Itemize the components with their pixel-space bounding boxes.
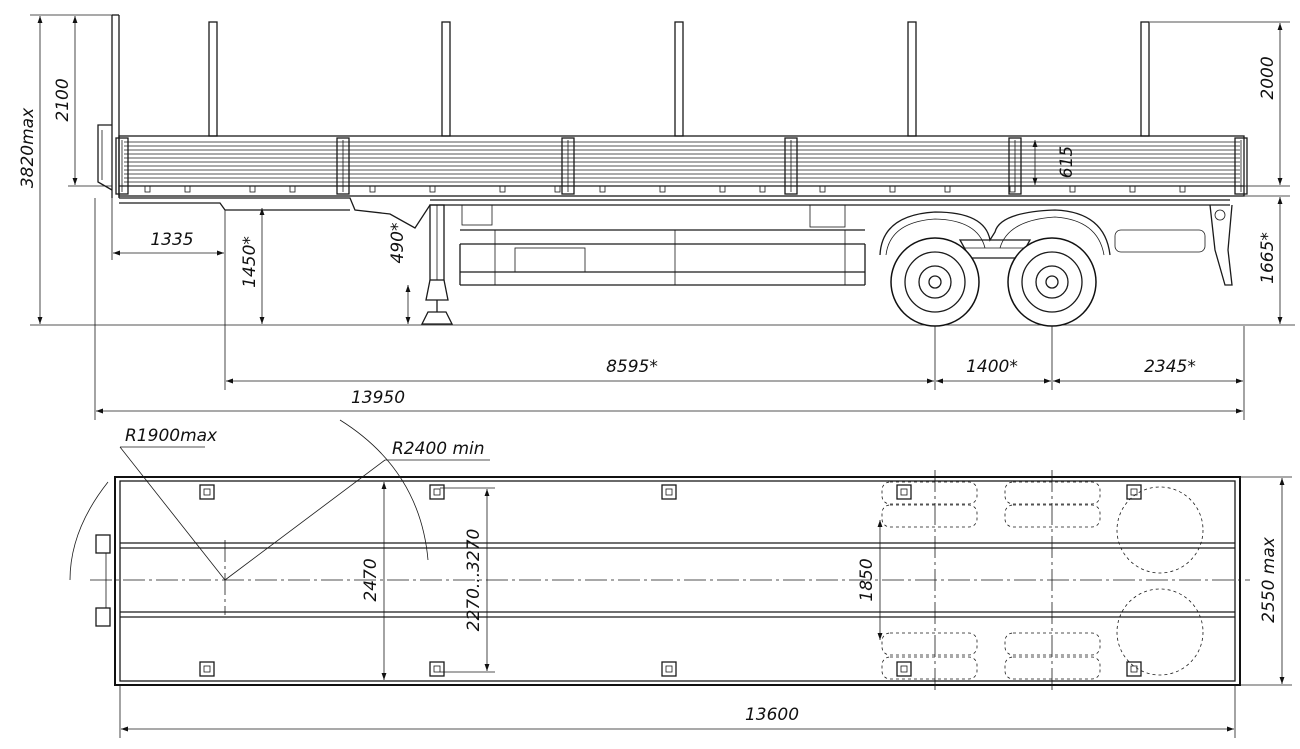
- stake-pocket: [199, 661, 215, 677]
- dim-kingpin-to-leg: 490*: [388, 223, 408, 264]
- dimension-labels: 3820max 2100 2000 615 1335 1450* 490* 16…: [18, 56, 1279, 725]
- dim-platform-length: 13600: [745, 705, 799, 725]
- stake-pocket: [661, 484, 677, 500]
- dim-deck-height: 1665*: [1258, 232, 1278, 284]
- wheel-footprint: [1004, 481, 1101, 505]
- dim-front-overhang: 1335: [150, 230, 193, 250]
- board-post: [784, 137, 798, 195]
- wheel-rear-axle: [1007, 237, 1097, 327]
- board-post: [336, 137, 350, 195]
- swing-radii: [69, 419, 490, 581]
- wheel-footprint: [1004, 656, 1101, 680]
- dim-side-board-height: 615: [1057, 146, 1077, 178]
- stake-pocket: [661, 661, 677, 677]
- stake-pocket: [896, 661, 912, 677]
- stake: [441, 21, 451, 137]
- stake-pocket: [429, 484, 445, 500]
- dim-rear-overhang: 2345*: [1144, 357, 1196, 377]
- stake: [907, 21, 917, 137]
- wheel-front-axle: [890, 237, 980, 327]
- board-post: [561, 137, 575, 195]
- stake-pocket: [199, 484, 215, 500]
- top-dimensions: [119, 476, 1292, 738]
- side-boards: [115, 135, 1248, 197]
- wheel-footprint: [1004, 504, 1101, 528]
- landing-gear: [420, 204, 454, 325]
- vertical-dimensions: [30, 14, 1290, 324]
- top-view: [69, 419, 1292, 738]
- chassis-frame: [119, 197, 1230, 286]
- dim-inner-width: 2470: [361, 558, 381, 601]
- stake-pocket: [1126, 661, 1142, 677]
- front-headboard: [97, 14, 120, 198]
- dim-stake-spacing: 2270...3270: [464, 529, 484, 632]
- dim-stake-height: 2000: [1258, 56, 1278, 99]
- wheel-footprint: [881, 504, 978, 528]
- wheel-footprint: [881, 481, 978, 505]
- dim-front-wall-height: 2100: [53, 78, 73, 121]
- stakes: [208, 21, 1150, 137]
- wheel-footprint: [881, 632, 978, 656]
- dim-track-width: 1850: [857, 558, 877, 601]
- dim-overall-height: 3820max: [18, 107, 38, 188]
- board-post: [115, 137, 129, 195]
- stake: [208, 21, 218, 137]
- dim-fifth-wheel-height: 1450*: [240, 236, 260, 288]
- stake-pocket: [1126, 484, 1142, 500]
- wheel-footprint: [1004, 632, 1101, 656]
- wheel-footprint: [881, 656, 978, 680]
- board-post: [1008, 137, 1022, 195]
- dim-kingpin-to-axle: 8595*: [606, 357, 658, 377]
- board-post: [1234, 137, 1248, 195]
- stake: [674, 21, 684, 137]
- dim-axle-spread: 1400*: [966, 357, 1018, 377]
- stake: [1140, 21, 1150, 137]
- dim-front-swing-radius: R1900max: [125, 426, 218, 446]
- side-view: [30, 14, 1295, 420]
- rear-bumper: [1209, 204, 1233, 286]
- stake-pocket: [896, 484, 912, 500]
- horizontal-dimensions: [94, 198, 1245, 420]
- dim-turn-radius: R2400 min: [392, 439, 485, 459]
- dim-overall-width: 2550 max: [1259, 536, 1279, 623]
- dim-overall-length: 13950: [351, 388, 405, 408]
- stake-pocket: [429, 661, 445, 677]
